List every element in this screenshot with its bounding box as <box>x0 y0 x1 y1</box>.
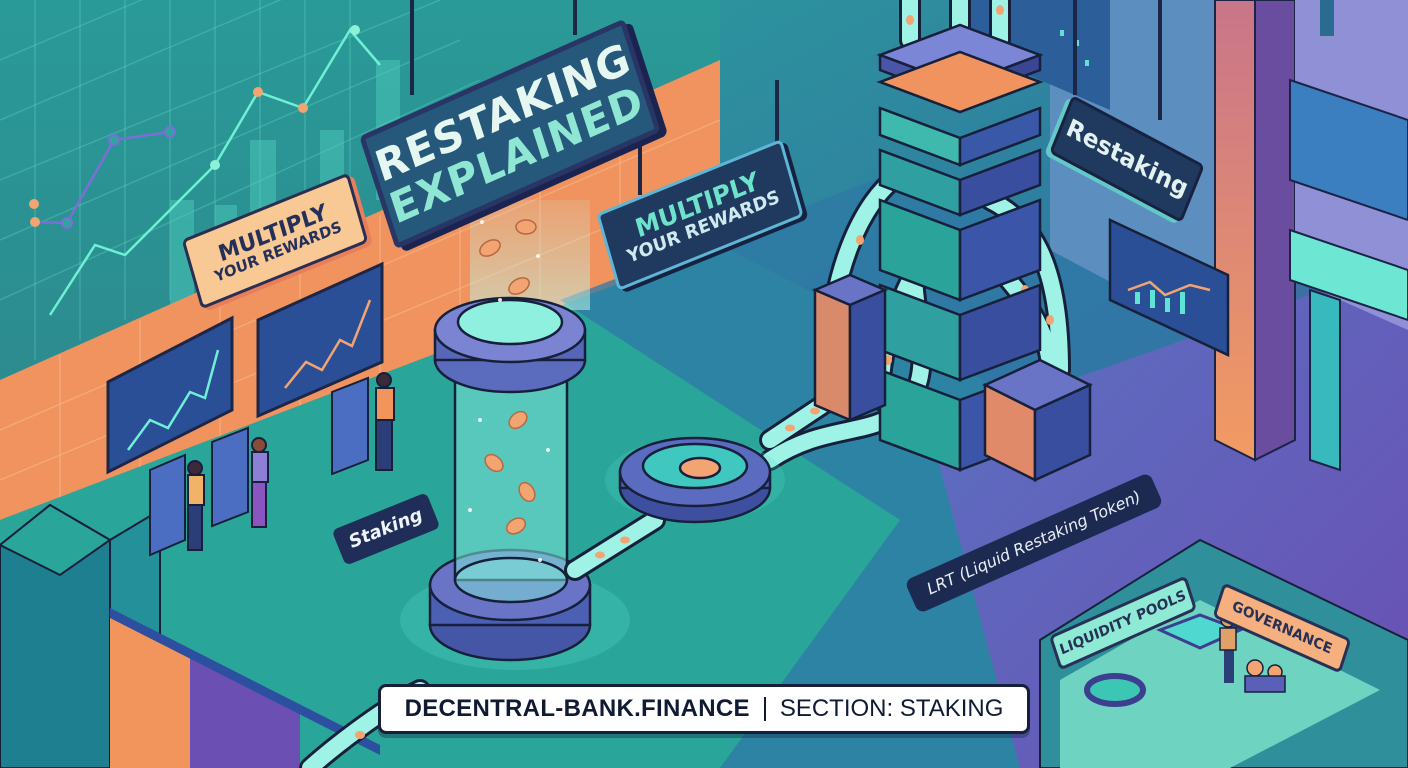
section-label: SECTION: STAKING <box>779 695 1004 722</box>
site-brand: DECENTRAL-BANK.FINANCE <box>404 695 750 722</box>
caption-bar: DECENTRAL-BANK.FINANCE SECTION: STAKING <box>378 684 1030 734</box>
caption-divider <box>763 697 766 721</box>
